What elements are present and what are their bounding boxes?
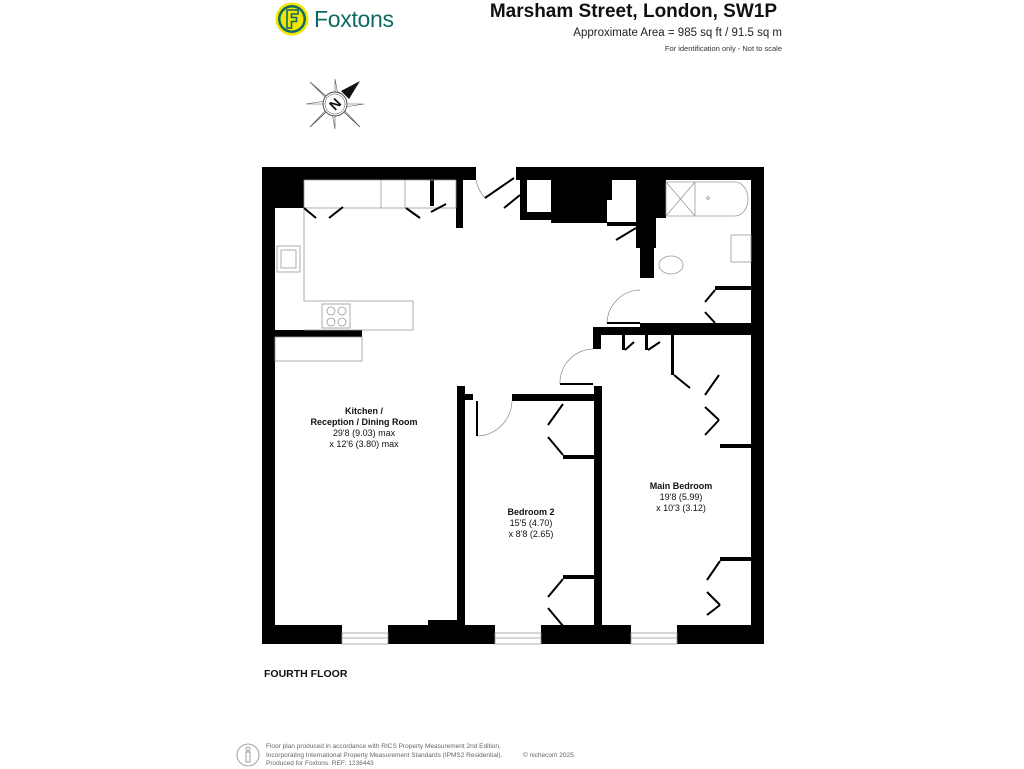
bathroom-fittings — [658, 181, 752, 275]
room-name: Main Bedroom — [649, 481, 713, 491]
kitchen-units — [274, 179, 457, 362]
room-dimension: x 12'6 (3.80) max — [329, 439, 399, 449]
rics-person-icon — [236, 743, 260, 767]
floor-label: FOURTH FLOOR — [264, 668, 348, 680]
footer: Floor plan produced in accordance with R… — [236, 743, 502, 769]
foxtons-logo-icon — [275, 2, 309, 36]
property-title: Marsham Street, London, SW1P — [489, 1, 777, 22]
room-dimension: x 8'8 (2.65) — [508, 529, 554, 539]
room-label-main-bedroom: Main Bedroom 19'8 (5.99) x 10'3 (3.12) — [650, 481, 713, 514]
walls — [262, 167, 764, 644]
room-name: Reception / Dining Room — [310, 417, 418, 427]
room-name: Kitchen / — [344, 406, 383, 416]
approximate-area: Approximate Area = 985 sq ft / 91.5 sq m — [573, 27, 782, 39]
copyright: © nichecom 2025. — [523, 752, 576, 759]
door-swings — [475, 179, 641, 437]
room-dimension: 15'5 (4.70) — [509, 518, 553, 528]
foxtons-logo: Foxtons — [275, 2, 394, 36]
footer-line: Floor plan produced in accordance with R… — [266, 743, 501, 750]
room-label-kitchen-reception: Kitchen / Reception / Dining Room 29'8 (… — [311, 406, 418, 450]
room-label-bedroom-2: Bedroom 2 15'5 (4.70) x 8'8 (2.65) — [507, 507, 554, 540]
windows — [341, 632, 678, 645]
room-dimension: 29'8 (9.03) max — [332, 428, 396, 438]
door-leaves — [303, 177, 721, 627]
brand-name: Foxtons — [314, 5, 394, 32]
footer-text: Floor plan produced in accordance with R… — [266, 743, 502, 769]
room-dimension: 19'8 (5.99) — [659, 492, 703, 502]
room-name: Bedroom 2 — [507, 507, 555, 517]
footer-line: Incorporating International Property Mea… — [266, 751, 503, 759]
footer-line: Produced for Foxtons. REF: 1236443 — [266, 760, 374, 767]
room-dimension: x 10'3 (3.12) — [656, 503, 706, 513]
scale-disclaimer: For identification only - Not to scale — [664, 44, 782, 53]
compass-north-icon: N — [305, 78, 365, 130]
